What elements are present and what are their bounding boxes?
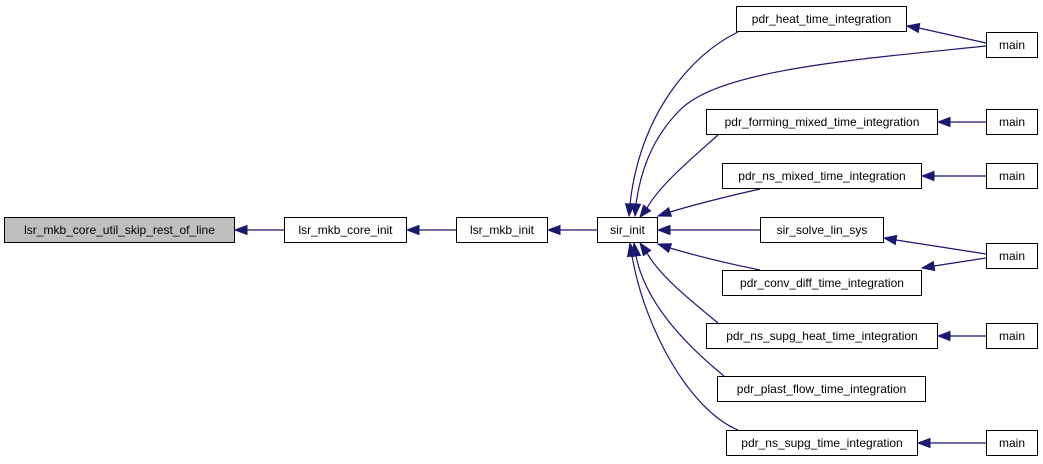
arrowhead: [905, 22, 921, 34]
node-main-forming[interactable]: main: [986, 109, 1038, 135]
edge-ns-supg-heat-to-sir-init: [639, 241, 719, 324]
edge-mkb-init-to-core-init: [405, 224, 456, 236]
node-pdr-conv-diff-time-integration[interactable]: pdr_conv_diff_time_integration: [722, 270, 922, 296]
edge-ns-mixed-to-sir-init: [656, 188, 761, 217]
arrowhead: [233, 224, 248, 236]
arrowhead: [630, 203, 642, 218]
arrowhead: [656, 206, 673, 217]
arrowhead: [920, 170, 935, 182]
arrowhead: [656, 243, 673, 254]
edge-main4-to-solve: [882, 234, 987, 255]
edge-main6-to-ns-supg: [916, 437, 986, 449]
node-main-heat[interactable]: main: [986, 32, 1038, 58]
edge-sir-init-to-mkb-init: [546, 224, 597, 236]
edge-main1-to-sir-init: [630, 45, 987, 218]
edge-main1-to-heat: [905, 22, 987, 44]
edge-core-init-to-root: [233, 224, 284, 236]
edge-forming-to-sir-init: [639, 134, 719, 219]
edge-main3-to-ns-mixed: [920, 170, 986, 182]
edge-solve-to-sir-init: [656, 224, 760, 236]
arrowhead: [936, 330, 951, 342]
node-pdr-ns-supg-time-integration[interactable]: pdr_ns_supg_time_integration: [726, 430, 918, 456]
node-main-solve-lin-sys[interactable]: main: [986, 243, 1038, 269]
node-pdr-ns-supg-heat-time-integration[interactable]: pdr_ns_supg_heat_time_integration: [706, 323, 938, 349]
node-main-ns-supg-heat[interactable]: main: [986, 323, 1038, 349]
arrowhead: [936, 116, 951, 128]
node-pdr-ns-mixed-time-integration[interactable]: pdr_ns_mixed_time_integration: [722, 163, 922, 189]
arrowhead: [882, 234, 898, 246]
node-lsr-mkb-init[interactable]: lsr_mkb_init: [456, 217, 548, 243]
node-pdr-heat-time-integration[interactable]: pdr_heat_time_integration: [736, 6, 907, 32]
node-main-ns-mixed[interactable]: main: [986, 163, 1038, 189]
arrowhead: [405, 224, 420, 236]
node-lsr-mkb-core-init[interactable]: lsr_mkb_core_init: [284, 217, 407, 243]
arrowhead: [639, 204, 652, 219]
node-main-ns-supg[interactable]: main: [986, 430, 1038, 456]
arrowhead: [916, 437, 931, 449]
node-pdr-plast-flow-time-integration[interactable]: pdr_plast_flow_time_integration: [717, 376, 926, 402]
edge-main2-to-forming: [936, 116, 986, 128]
edge-main5-to-ns-supg-heat: [936, 330, 986, 342]
arrowhead: [920, 260, 936, 272]
edge-ns-supg-to-sir-init: [626, 241, 739, 431]
node-pdr-forming-mixed-time-integration[interactable]: pdr_forming_mixed_time_integration: [706, 109, 938, 135]
edge-conv-diff-to-sir-init: [656, 243, 761, 271]
edge-plast-to-sir-init: [630, 241, 725, 377]
node-sir-solve-lin-sys[interactable]: sir_solve_lin_sys: [760, 217, 884, 243]
node-lsr-mkb-core-util-skip-rest-of-line: lsr_mkb_core_util_skip_rest_of_line: [4, 217, 235, 243]
arrowhead: [656, 224, 671, 236]
arrowhead: [639, 241, 652, 257]
node-sir-init[interactable]: sir_init: [597, 217, 658, 243]
arrowhead: [546, 224, 561, 236]
edge-main4-to-conv-diff: [920, 257, 987, 272]
arrowhead: [626, 241, 638, 258]
